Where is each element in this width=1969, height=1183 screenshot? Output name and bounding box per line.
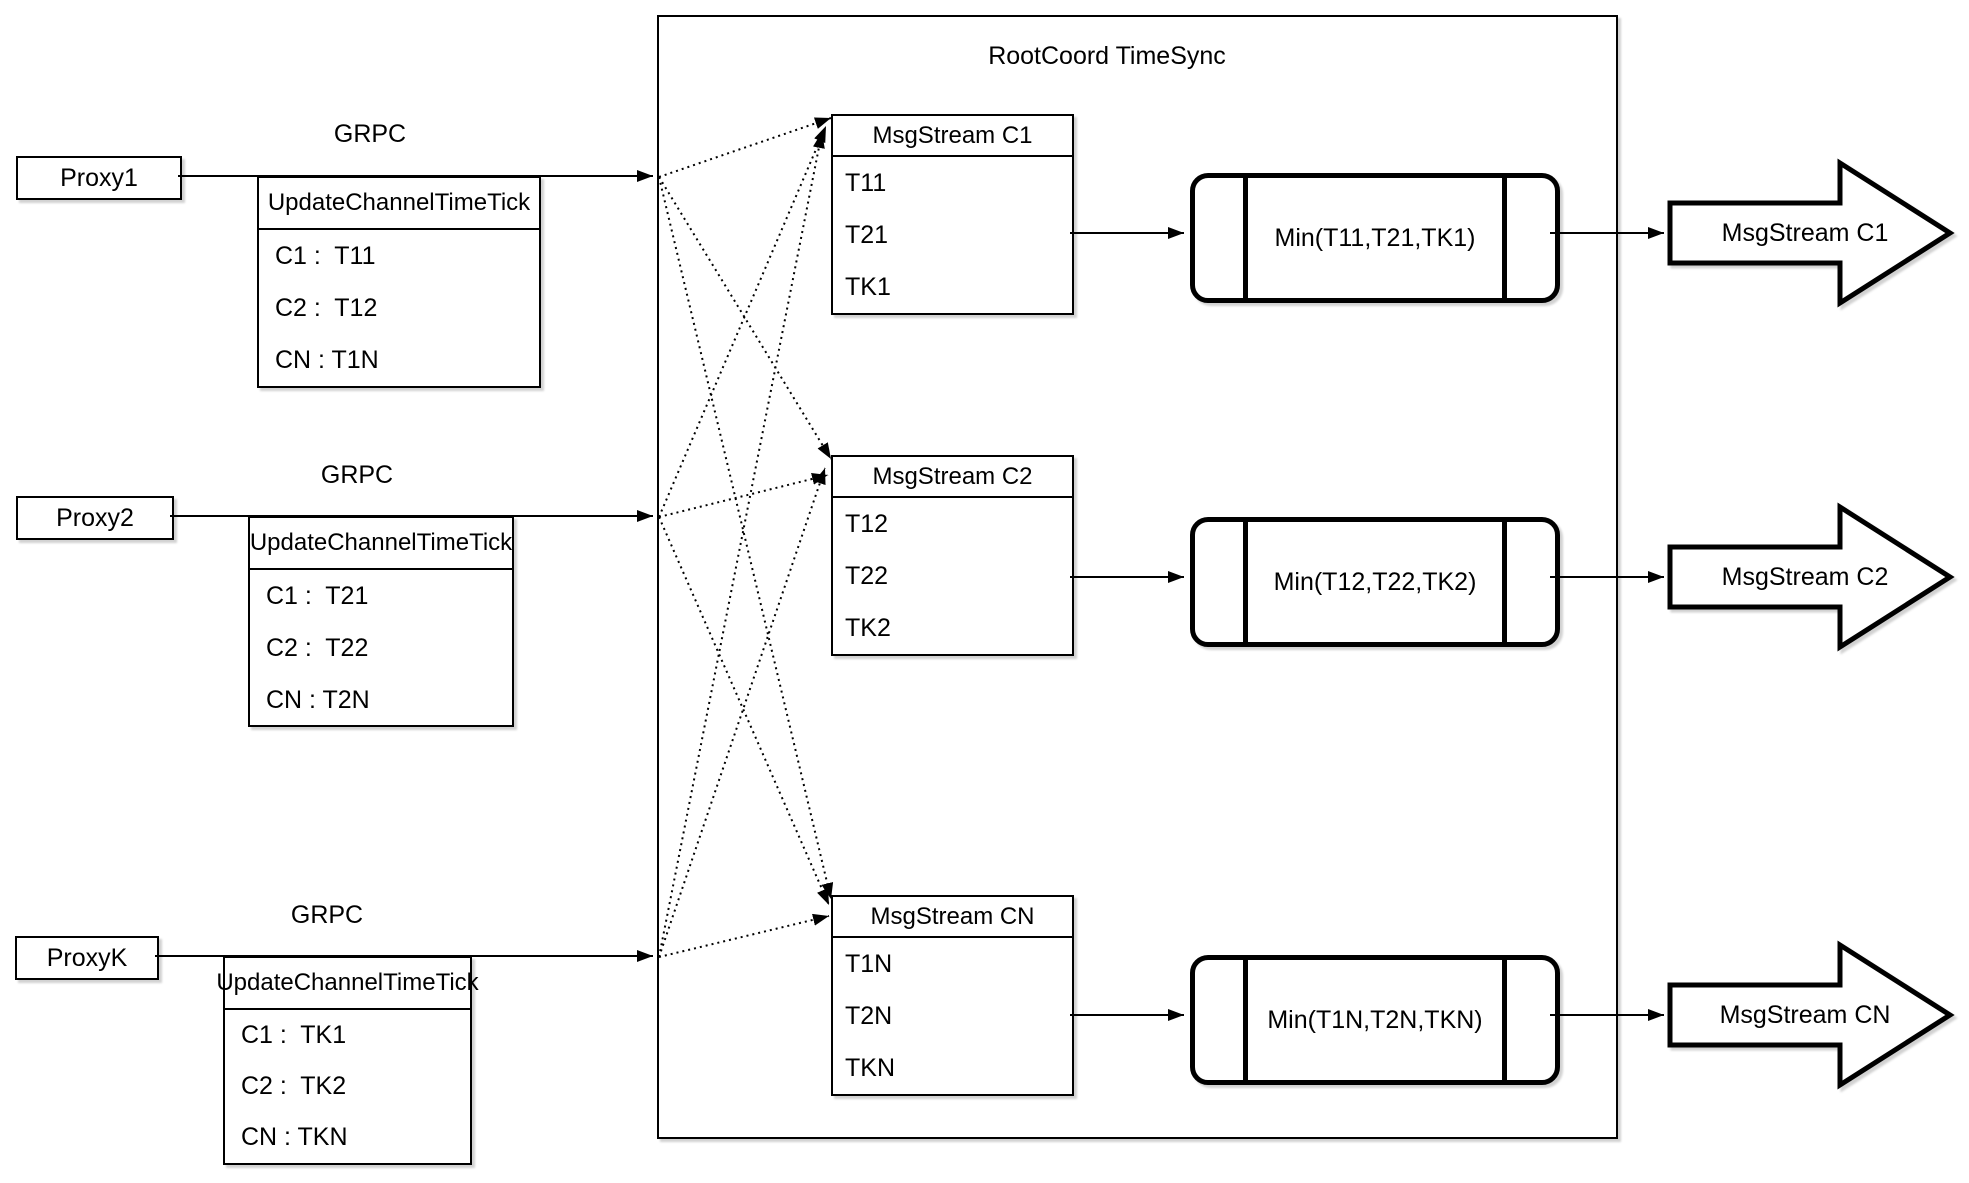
min-box-cn: Min(T1N,T2N,TKN) <box>1190 955 1560 1085</box>
msgstream-c1-table: MsgStream C1 T11 T21 TK1 <box>831 114 1074 315</box>
proxyk-label: ProxyK <box>46 943 128 972</box>
process-bar-right <box>1502 960 1507 1080</box>
update-timetick-table-3: UpdateChannelTimeTick C1 : TK1 C2 : TK2 … <box>216 956 479 1165</box>
msgstream-table-header: MsgStream C1 <box>833 116 1072 157</box>
table-row: CN : TKN <box>241 1123 348 1151</box>
tick-row: T11 <box>845 168 887 197</box>
process-bar-right <box>1502 178 1507 298</box>
table-header: UpdateChannelTimeTick <box>259 178 539 230</box>
tick-row: T12 <box>845 509 889 538</box>
table-row: C2 : T22 <box>266 633 369 662</box>
msgstream-table-header: MsgStream C2 <box>833 457 1072 498</box>
process-bar-left <box>1243 178 1248 298</box>
table-row: CN : T2N <box>266 685 370 714</box>
min-label: Min(T1N,T2N,TKN) <box>1267 1005 1483 1034</box>
tick-row: TKN <box>845 1053 895 1082</box>
process-bar-left <box>1243 960 1248 1080</box>
table-row: C2 : T12 <box>275 293 378 322</box>
table-row: C1 : TK1 <box>241 1021 347 1049</box>
process-bar-right <box>1502 522 1507 642</box>
msgstream-c2-table: MsgStream C2 T12 T22 TK2 <box>831 455 1074 656</box>
tick-row: T1N <box>845 949 893 978</box>
process-bar-left <box>1243 522 1248 642</box>
min-label: Min(T11,T21,TK1) <box>1274 223 1476 252</box>
table-row: C2 : TK2 <box>241 1072 347 1100</box>
tick-row: T2N <box>845 1001 893 1030</box>
proxyk-box: ProxyK <box>15 936 159 980</box>
table-row: C1 : T21 <box>266 581 369 610</box>
output-arrow-label-cn: MsgStream CN <box>1719 1001 1891 1029</box>
output-arrow-label-c2: MsgStream C2 <box>1721 563 1889 591</box>
grpc-label-1: GRPC <box>333 120 407 148</box>
update-timetick-table-1: UpdateChannelTimeTick C1 : T11 C2 : T12 … <box>257 176 541 388</box>
table-header: UpdateChannelTimeTick <box>250 518 512 570</box>
tick-row: TK1 <box>845 272 891 301</box>
msgstream-cn-table: MsgStream CN T1N T2N TKN <box>831 895 1074 1096</box>
tick-row: T21 <box>845 220 889 249</box>
min-box-c2: Min(T12,T22,TK2) <box>1190 517 1560 647</box>
min-label: Min(T12,T22,TK2) <box>1273 567 1477 596</box>
proxy2-box: Proxy2 <box>16 496 174 540</box>
output-arrow-label-c1: MsgStream C1 <box>1721 219 1889 247</box>
table-row: CN : T1N <box>275 345 379 374</box>
update-timetick-table-2: UpdateChannelTimeTick C1 : T21 C2 : T22 … <box>248 516 514 727</box>
rootcoord-title: RootCoord TimeSync <box>988 42 1226 70</box>
min-box-c1: Min(T11,T21,TK1) <box>1190 173 1560 303</box>
msgstream-table-header: MsgStream CN <box>833 897 1072 938</box>
grpc-label-3: GRPC <box>290 901 364 929</box>
proxy2-label: Proxy2 <box>56 503 134 532</box>
proxy1-box: Proxy1 <box>16 156 182 200</box>
tick-row: TK2 <box>845 613 891 642</box>
table-row: C1 : T11 <box>275 241 376 270</box>
proxy1-label: Proxy1 <box>60 163 138 192</box>
tick-row: T22 <box>845 561 889 590</box>
table-header: UpdateChannelTimeTick <box>216 958 479 1010</box>
grpc-label-2: GRPC <box>320 461 394 489</box>
